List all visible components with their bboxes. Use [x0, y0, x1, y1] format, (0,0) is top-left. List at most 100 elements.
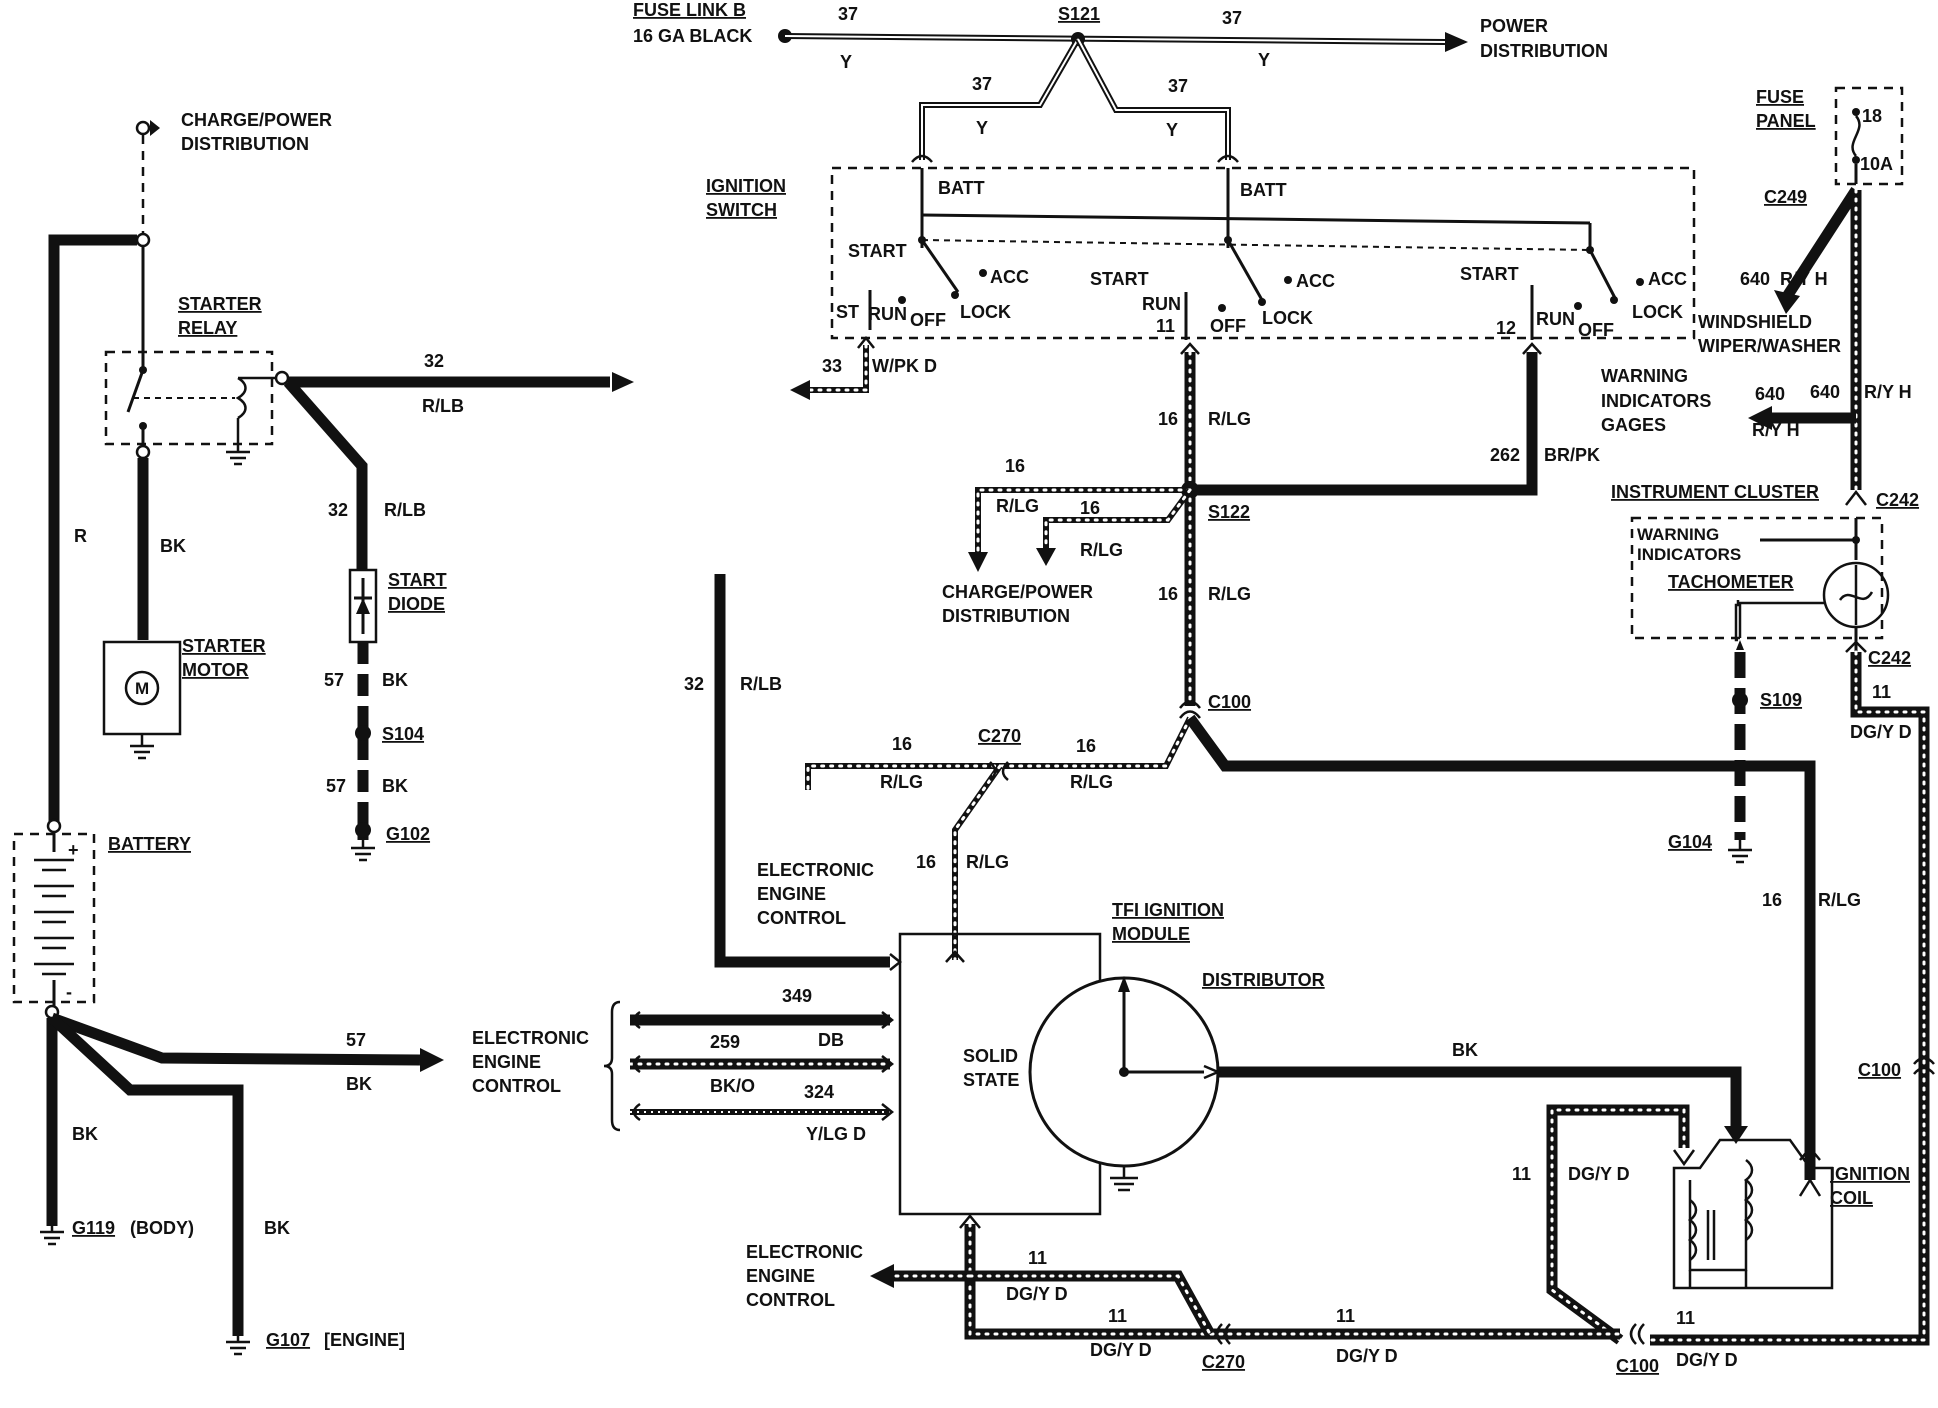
instrument-cluster-title: INSTRUMENT CLUSTER [1611, 482, 1819, 502]
eec-bottom-1: ELECTRONIC [746, 1242, 863, 1262]
tfi-label-1: TFI IGNITION [1112, 900, 1224, 920]
power-distribution-line1: POWER [1480, 16, 1548, 36]
wire-bk-g107: BK [264, 1218, 290, 1238]
wire-259-num: 259 [710, 1032, 740, 1052]
wire-r: R [74, 526, 87, 546]
wire-640-c-num: 640 [1810, 382, 1840, 402]
pin-12-label: 12 [1496, 318, 1516, 338]
run-label-1: RUN [868, 304, 907, 324]
wire-16-g-color: R/LG [966, 852, 1009, 872]
connector-c100-right: C100 [1858, 1060, 1901, 1080]
eec-bottom-3: CONTROL [746, 1290, 835, 1310]
wire-640-b-color: R/Y H [1752, 420, 1800, 440]
windshield-1: WINDSHIELD [1698, 312, 1812, 332]
wire-262-num: 262 [1490, 445, 1520, 465]
wire-37-branch1-color: Y [976, 118, 988, 138]
ignition-coil [1218, 1066, 1834, 1345]
wire-11-r-color: DG/Y D [1850, 722, 1912, 742]
wire-11-b4-color: DG/Y D [1676, 1350, 1738, 1370]
wire-32-top-color: R/LB [422, 396, 464, 416]
wire-16-d-color: R/LG [1208, 584, 1251, 604]
acc-label-2: ACC [1296, 271, 1335, 291]
start-label-1: START [848, 241, 907, 261]
wire-37-right-color: Y [1258, 50, 1270, 70]
cluster-tachometer: TACHOMETER [1668, 572, 1794, 592]
splice-s122: S122 [1208, 502, 1250, 522]
wire-16-d-num: 16 [1158, 584, 1178, 604]
wire-bk-relay: BK [160, 536, 186, 556]
wire-16-a-color: R/LG [1208, 409, 1251, 429]
lock-label-3: LOCK [1632, 302, 1683, 322]
fuse-rating: 10A [1860, 154, 1893, 174]
wire-640-a-num: 640 [1740, 269, 1770, 289]
charge-power-mid-2: DISTRIBUTION [942, 606, 1070, 626]
wire-640-c-color: R/Y H [1864, 382, 1912, 402]
fuse-panel-2: PANEL [1756, 111, 1816, 131]
s109-ground [1728, 652, 1752, 864]
cluster-warning-1: WARNING [1637, 525, 1719, 544]
cluster-warning-2: INDICATORS [1637, 545, 1741, 564]
run-label-3: RUN [1536, 309, 1575, 329]
wire-11-coil-num: 11 [1512, 1164, 1531, 1184]
wire-16-b-num: 16 [1005, 456, 1025, 476]
start-diode-2: DIODE [388, 594, 445, 614]
ignition-coil-1: IGNITION [1830, 1164, 1910, 1184]
instrument-cluster [1630, 516, 1890, 653]
wire-57-b-num: 57 [326, 776, 346, 796]
wire-11-b1-num: 11 [1028, 1248, 1047, 1268]
wire-640-b-num: 640 [1755, 384, 1785, 404]
wire-32-top-num: 32 [424, 351, 444, 371]
start-diode-1: START [388, 570, 447, 590]
off-label-3: OFF [1578, 320, 1614, 340]
st-label: ST [836, 302, 859, 322]
batt-label-1: BATT [938, 178, 985, 198]
wire-16-f-color: R/LG [1070, 772, 1113, 792]
wire-37-left-num: 37 [838, 4, 858, 24]
splice-s121: S121 [1058, 4, 1100, 24]
wire-16-h-color: R/LG [1818, 890, 1861, 910]
start-label-2: START [1090, 269, 1149, 289]
ignition-switch-label-2: SWITCH [706, 200, 777, 220]
power-distribution-line2: DISTRIBUTION [1480, 41, 1608, 61]
wire-259-color: BK/O [710, 1076, 755, 1096]
splice-s109: S109 [1760, 690, 1802, 710]
wire-11-b4-num: 11 [1676, 1308, 1695, 1328]
tfi-label-2: MODULE [1112, 924, 1190, 944]
solid-state-2: STATE [963, 1070, 1019, 1090]
wire-bk-g119: BK [72, 1124, 98, 1144]
eec-mid-1: ELECTRONIC [757, 860, 874, 880]
ground-g107-note: [ENGINE] [324, 1330, 405, 1350]
wire-11-right-loop [1648, 650, 1935, 1346]
wire-32-eec [714, 574, 903, 971]
wire-324-color: Y/LG D [806, 1124, 866, 1144]
wire-11-b2-num: 11 [1108, 1306, 1127, 1326]
lock-label-2: LOCK [1262, 308, 1313, 328]
charge-power-mid-1: CHARGE/POWER [942, 582, 1093, 602]
warning-gages-3: GAGES [1601, 415, 1666, 435]
wire-16-e-num: 16 [892, 734, 912, 754]
wire-32-diode-color: R/LB [384, 500, 426, 520]
eec-bottom-2: ENGINE [746, 1266, 815, 1286]
charge-power-top-2: DISTRIBUTION [181, 134, 309, 154]
battery-label: BATTERY [108, 834, 191, 854]
start-label-3: START [1460, 264, 1519, 284]
wire-16-e-color: R/LG [880, 772, 923, 792]
top-feed [778, 29, 1468, 163]
warning-gages-1: WARNING [1601, 366, 1688, 386]
starter-circuit [12, 120, 634, 1356]
wire-37-branch2-num: 37 [1168, 76, 1188, 96]
wire-32-eec-color: R/LB [740, 674, 782, 694]
wire-11-b3-num: 11 [1336, 1306, 1355, 1326]
c100-upper [805, 700, 1822, 1197]
connector-c242-top: C242 [1876, 490, 1919, 510]
wire-37-branch2-color: Y [1166, 120, 1178, 140]
wire-33 [790, 335, 875, 400]
wire-16-c-color: R/LG [1080, 540, 1123, 560]
wire-16-a-num: 16 [1158, 409, 1178, 429]
fuse-panel-1: FUSE [1756, 87, 1804, 107]
wire-262-color: BR/PK [1544, 445, 1600, 465]
fuse-link-gauge: 16 GA BLACK [633, 26, 752, 46]
ignition-switch-label-1: IGNITION [706, 176, 786, 196]
wire-11-b3-color: DG/Y D [1336, 1346, 1398, 1366]
off-label-2: OFF [1210, 316, 1246, 336]
